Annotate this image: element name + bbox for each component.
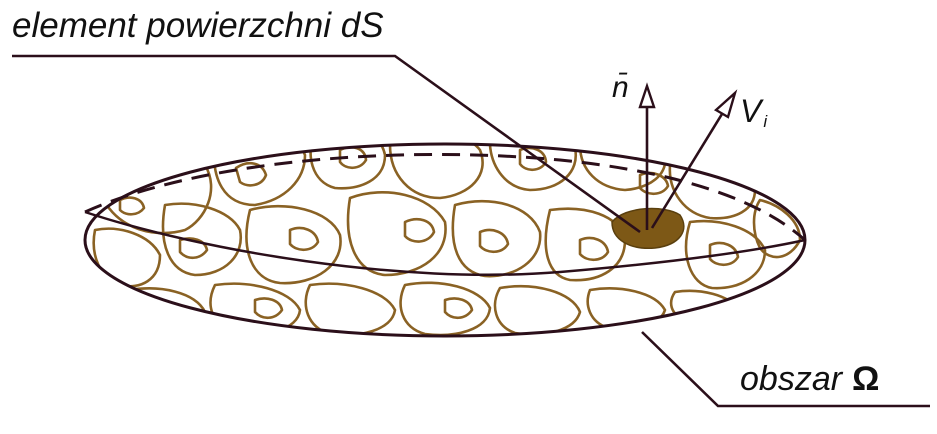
normal-vector-arrow <box>638 82 656 230</box>
region-leader <box>641 331 930 408</box>
normal-vector-label: n̄ <box>612 71 629 104</box>
velocity-main-label: V <box>740 93 762 129</box>
surface-element-label: element powierzchni dS <box>12 6 384 45</box>
velocity-vector-arrow <box>650 89 738 229</box>
velocity-subscript: i <box>763 112 768 131</box>
region-symbol: Ω <box>852 360 880 398</box>
region-word: obszar <box>740 360 843 398</box>
section-front-solid <box>84 210 806 276</box>
section-back-dashed <box>84 153 806 242</box>
surface-element-leader <box>12 54 641 234</box>
